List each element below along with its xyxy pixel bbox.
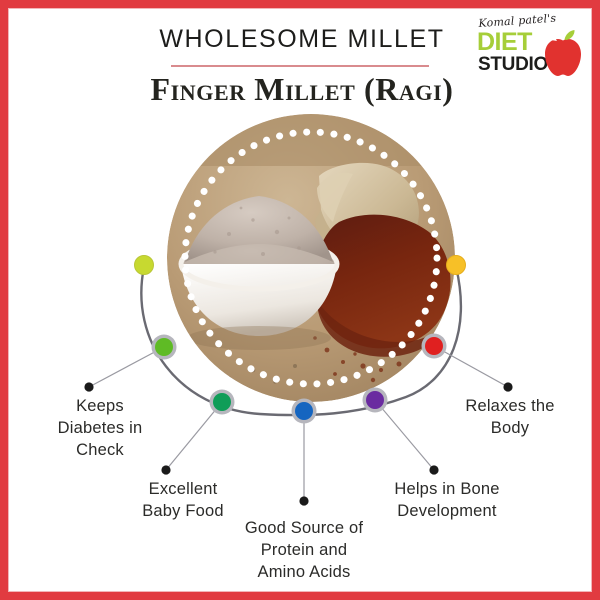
benefit-label-helps-in-bone-development: Helps in Bone Development: [394, 480, 500, 520]
leader-endpoint-relax: [503, 382, 513, 392]
benefit-dot-blue[interactable]: [291, 398, 317, 424]
benefit-dot-teal[interactable]: [209, 389, 235, 415]
leader-endpoint-baby-food: [161, 465, 171, 475]
leader-endpoint-diabetes: [84, 382, 94, 392]
benefit-label-good-source-of-protein: Good Source of Protein and Amino Acids: [244, 519, 364, 581]
benefit-label-keeps-diabetes-in-check: Keeps Diabetes in Check: [57, 397, 143, 459]
benefit-label-excellent-baby-food: Excellent Baby Food: [142, 480, 224, 520]
hero-photo: [167, 114, 455, 402]
leader-endpoint-protein: [299, 496, 309, 506]
logo-studio-text: STUDIO: [478, 54, 548, 75]
benefit-label-relaxes-the-body: Relaxes the Body: [465, 397, 555, 437]
logo-diet-text: DIET: [477, 28, 532, 56]
benefit-dot-light-green[interactable]: [151, 334, 177, 360]
hero-photo-illustration: [167, 114, 455, 402]
benefit-dot-purple[interactable]: [362, 387, 388, 413]
apple-icon: [545, 30, 581, 76]
kicker-text: WHOLESOME MILLET: [159, 25, 445, 53]
header: WHOLESOME MILLET Finger Millet (Ragi): [11, 11, 589, 111]
leader-endpoint-bone: [429, 465, 439, 475]
brand-logo: Komal patel's DIET STUDIO: [475, 12, 583, 81]
poster-inner-card: WHOLESOME MILLET Finger Millet (Ragi) Ko…: [8, 8, 592, 592]
benefit-dot-yellow[interactable]: [134, 255, 154, 275]
page-title: Finger Millet (Ragi): [150, 71, 454, 107]
title-divider-rule: [171, 65, 429, 67]
